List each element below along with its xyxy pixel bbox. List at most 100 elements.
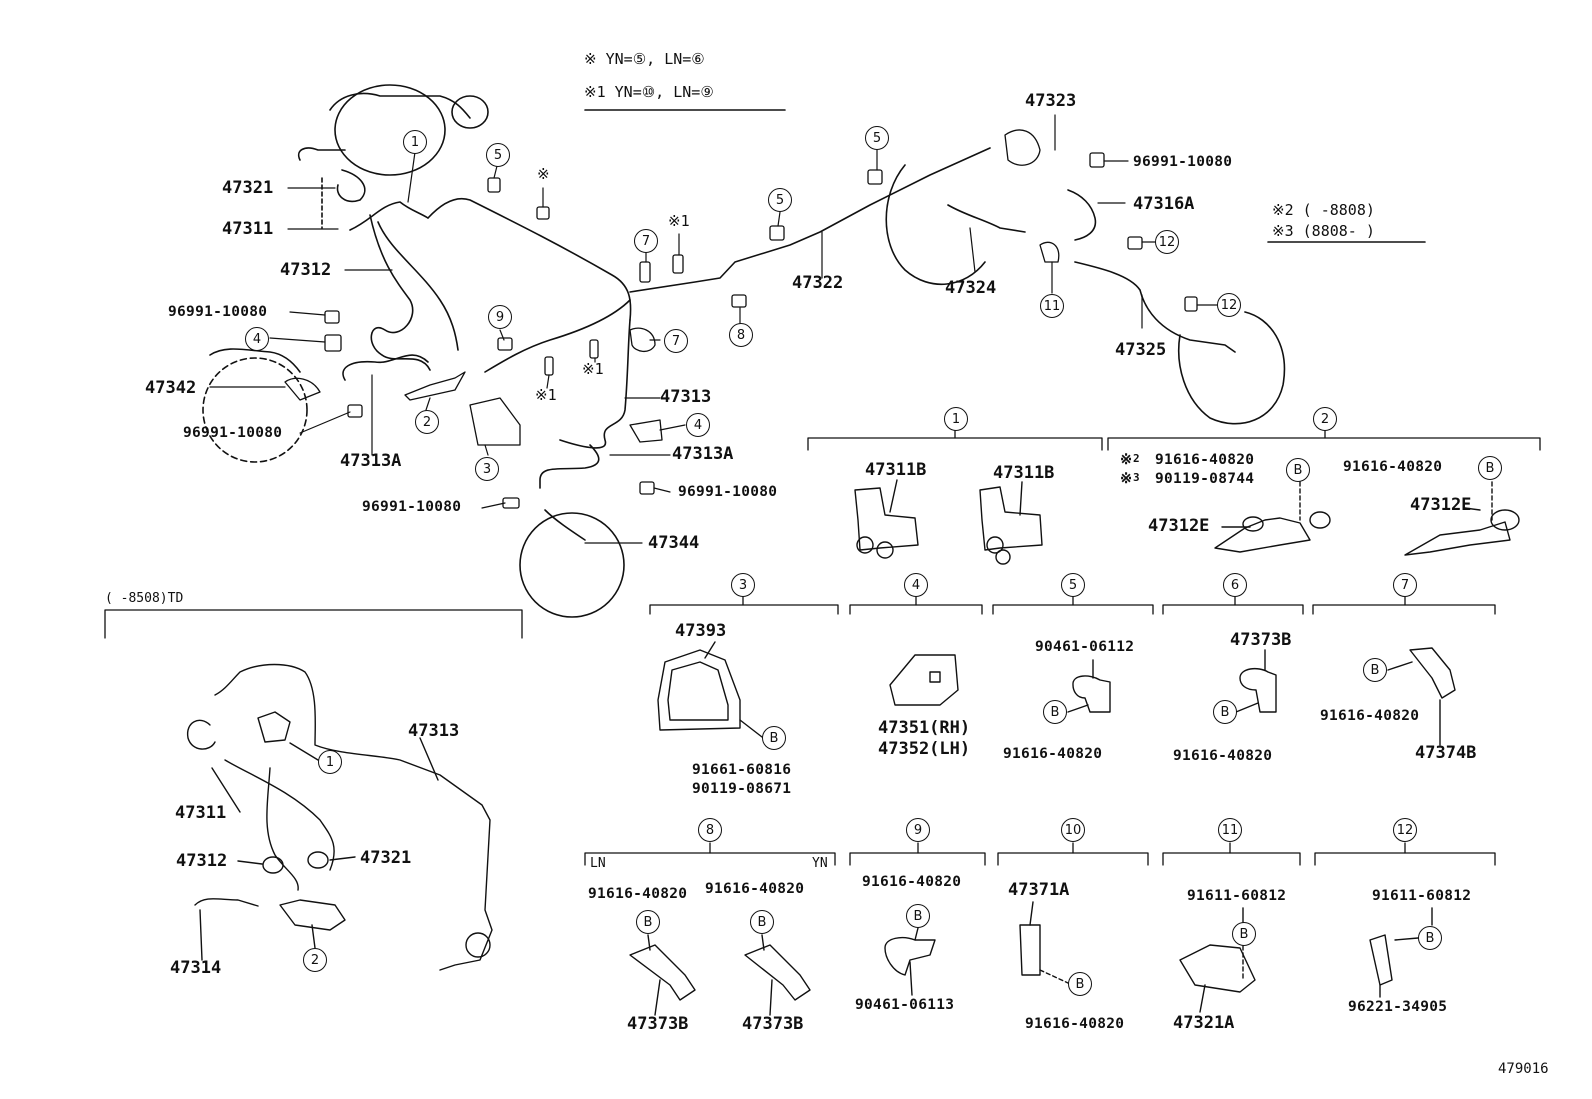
group-callout-8: 8: [698, 818, 722, 842]
master-cylinder-drawing: [298, 84, 489, 229]
part-label: 90119-08671: [692, 781, 792, 797]
bolt-callout: B: [1213, 700, 1237, 724]
part-label: 91616-40820: [1003, 746, 1103, 762]
part-label: 47313A: [672, 444, 734, 464]
callout-1: 1: [318, 750, 342, 774]
part-label: 47323: [1025, 91, 1077, 111]
group-callout-11: 11: [1218, 818, 1242, 842]
group-callout-9: 9: [906, 818, 930, 842]
part-label: 96991-10080: [1133, 154, 1233, 170]
group-callout-7: 7: [1393, 573, 1417, 597]
callout-7: 7: [634, 229, 658, 253]
part-label: 47374B: [1415, 743, 1477, 763]
part-label: 91616-40820: [1155, 452, 1255, 468]
callout-1: 1: [403, 130, 427, 154]
part-label: 91616-40820: [1320, 708, 1420, 724]
bolt-callout: B: [1478, 456, 1502, 480]
bolt-callout: B: [1068, 972, 1092, 996]
callout-11: 11: [1040, 294, 1064, 318]
callout-5: 5: [486, 143, 510, 167]
part-label: 96991-10080: [678, 484, 778, 500]
part-label: 47312: [176, 851, 228, 871]
group-callout-4: 4: [904, 573, 928, 597]
part-label: 47313A: [340, 451, 402, 471]
part-label: 91661-60816: [692, 762, 792, 778]
note-mark-1: ※1: [582, 360, 604, 378]
bolt-callout: B: [906, 904, 930, 928]
part-label: 91616-40820: [1025, 1016, 1125, 1032]
part-label: 47312E: [1410, 495, 1472, 515]
note-mark: ※: [537, 165, 550, 183]
bolt-callout: B: [1363, 658, 1387, 682]
bolt-callout: B: [636, 910, 660, 934]
part-label: 96221-34905: [1348, 999, 1448, 1015]
callout-5: 5: [768, 188, 792, 212]
callout-3: 3: [475, 457, 499, 481]
part-label: 47311B: [993, 463, 1055, 483]
diagram-id: 479016: [1498, 1061, 1549, 1077]
callout-9: 9: [488, 305, 512, 329]
note-mark-3-index: 3: [1133, 471, 1140, 484]
group-callout-12: 12: [1393, 818, 1417, 842]
callout-12: 12: [1217, 293, 1241, 317]
part-label: 47313: [660, 387, 712, 407]
part-label: 47311: [175, 803, 227, 823]
callout-7: 7: [664, 329, 688, 353]
group-callout-1: 1: [944, 407, 968, 431]
note-variant-1: ※ YN=⑤, LN=⑥: [584, 50, 705, 68]
part-label: 96991-10080: [362, 499, 462, 515]
part-label: 47371A: [1008, 880, 1070, 900]
note-mark-2: ※: [1120, 452, 1133, 468]
bolt-callout: B: [1043, 700, 1067, 724]
part-label: 47312E: [1148, 516, 1210, 536]
part-label: 91616-40820: [1173, 748, 1273, 764]
part-label: 47342: [145, 378, 197, 398]
part-label: 47311: [222, 219, 274, 239]
part-label: 47373B: [1230, 630, 1292, 650]
bolt-callout: B: [1418, 926, 1442, 950]
bolt-callout: B: [750, 910, 774, 934]
part-label: 47352(LH): [878, 739, 971, 759]
callout-12: 12: [1155, 230, 1179, 254]
note-mark-3: ※: [1120, 471, 1133, 487]
part-label: 91616-40820: [705, 881, 805, 897]
part-label: 47321: [360, 848, 412, 868]
variant-ln: LN: [590, 856, 606, 871]
part-label: 47393: [675, 621, 727, 641]
part-label: 47351(RH): [878, 718, 971, 738]
part-label: 91616-40820: [862, 874, 962, 890]
note-date-2: ※2 ( -8808): [1272, 201, 1375, 219]
note-mark-1: ※1: [668, 212, 690, 230]
part-label: 90119-08744: [1155, 471, 1255, 487]
note-td-range: ( -8508)TD: [105, 591, 184, 606]
group-callout-6: 6: [1223, 573, 1247, 597]
part-label: 91611-60812: [1187, 888, 1287, 904]
note-mark-1: ※1: [535, 386, 557, 404]
part-label: 90461-06112: [1035, 639, 1135, 655]
part-label: 47344: [648, 533, 700, 553]
callout-2: 2: [303, 948, 327, 972]
part-label: 91611-60812: [1372, 888, 1472, 904]
callout-4: 4: [245, 327, 269, 351]
callout-8: 8: [729, 323, 753, 347]
part-label: 91616-40820: [1343, 459, 1443, 475]
part-label: 47314: [170, 958, 222, 978]
part-label: 96991-10080: [183, 425, 283, 441]
group-callout-2: 2: [1313, 407, 1337, 431]
part-label: 47311B: [865, 460, 927, 480]
part-label: 47321A: [1173, 1013, 1235, 1033]
part-label: 47312: [280, 260, 332, 280]
part-label: 47313: [408, 721, 460, 741]
part-label: 90461-06113: [855, 997, 955, 1013]
group-callout-10: 10: [1061, 818, 1085, 842]
group-callout-5: 5: [1061, 573, 1085, 597]
note-mark-2-index: 2: [1133, 452, 1140, 465]
callout-2: 2: [415, 410, 439, 434]
part-label: 47373B: [742, 1014, 804, 1034]
part-label: 47316A: [1133, 194, 1195, 214]
note-date-3: ※3 (8808- ): [1272, 222, 1375, 240]
callout-4: 4: [686, 413, 710, 437]
group-callout-3: 3: [731, 573, 755, 597]
